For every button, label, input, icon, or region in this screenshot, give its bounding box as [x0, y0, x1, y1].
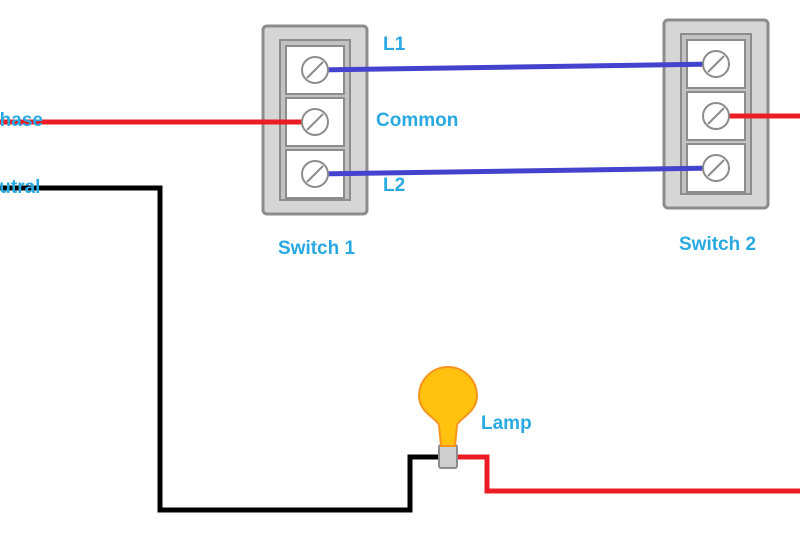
switch-2-label: Switch 2: [679, 234, 757, 255]
screw-slot-icon: [707, 159, 725, 177]
switch-1-screw-l1: [301, 56, 329, 84]
lamp-return-wire: [456, 454, 800, 494]
switch-2-terminals: [702, 50, 730, 182]
l2-label: L2: [383, 175, 406, 196]
phase-label: Phase: [0, 110, 43, 131]
neutral-label: Neutral: [0, 177, 41, 198]
common-label: Common: [376, 110, 459, 131]
switch-1-terminals: [301, 56, 329, 188]
screw-slot-icon: [306, 165, 324, 183]
switch-1-screw-l2: [301, 160, 329, 188]
switch-2-screw-l1: [702, 50, 730, 78]
lamp-label: Lamp: [481, 413, 532, 434]
switch-1-screw-common: [301, 108, 329, 136]
neutral-wire: [0, 185, 440, 513]
switch-2-screw-common: [702, 102, 730, 130]
screw-slot-icon: [306, 61, 324, 79]
screw-slot-icon: [707, 107, 725, 125]
switch-2-screw-l2: [702, 154, 730, 182]
lamp-base: [438, 444, 458, 469]
lamp-bulb-icon: [417, 366, 479, 447]
l1-traveler-wire: [314, 61, 717, 73]
l2-traveler-wire: [314, 165, 717, 177]
lamp: [417, 366, 479, 469]
screw-slot-icon: [707, 55, 725, 73]
l1-label: L1: [383, 34, 406, 55]
screw-slot-icon: [306, 113, 324, 131]
switch-1-label: Switch 1: [278, 238, 356, 259]
